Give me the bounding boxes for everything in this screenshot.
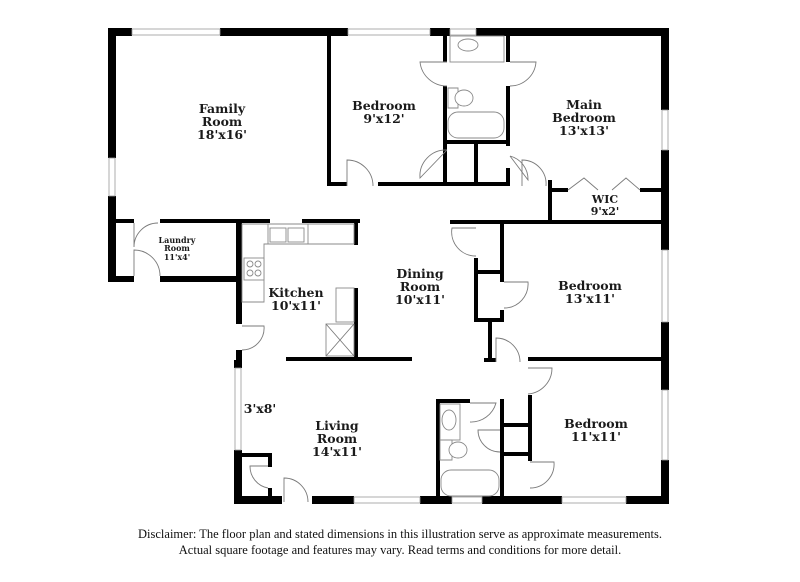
wic-name: WIC (591, 193, 619, 206)
laundry-room-name-line1: Laundry (158, 235, 196, 245)
dining-room-label: Dining Room 10'x11' (395, 266, 445, 308)
bedroom-2-label: Bedroom 9'x12' (352, 99, 416, 125)
entry-size-label: 3'x8' (244, 402, 277, 415)
laundry-room-size: 11'x4' (163, 251, 191, 262)
kitchen-size: 10'x11' (271, 298, 321, 314)
bedroom-4-size: 11'x11' (571, 429, 621, 445)
bedroom-3-label: Bedroom 13'x11' (558, 279, 622, 305)
dining-room-size: 10'x11' (395, 292, 445, 308)
living-room-label: Living Room 14'x11' (312, 418, 362, 460)
wic-label: WIC 9'x2' (591, 194, 620, 217)
family-room-size: 18'x16' (197, 127, 247, 143)
bedroom-4-label: Bedroom 11'x11' (564, 417, 628, 443)
family-room-name-line1: Family (198, 101, 246, 116)
dining-room-name-line1: Dining (396, 266, 444, 281)
kitchen-name: Kitchen (268, 285, 324, 300)
bedroom-3-name: Bedroom (558, 278, 622, 293)
main-bedroom-label: Main Bedroom 13'x13' (552, 97, 616, 139)
bedroom-2-name: Bedroom (352, 98, 416, 113)
fixtures (241, 35, 505, 497)
bedroom-3-size: 13'x11' (565, 291, 615, 307)
living-room-size: 14'x11' (312, 444, 362, 460)
family-room-label: Family Room 18'x16' (197, 101, 247, 143)
disclaimer-line-1: Disclaimer: The floor plan and stated di… (138, 527, 662, 541)
laundry-room-label: Laundry Room 11'x4' (158, 235, 196, 262)
living-room-name-line1: Living (315, 418, 359, 433)
family-room-name-line2: Room (201, 114, 243, 130)
wic-size: 9'x2' (590, 204, 620, 218)
main-bedroom-name-line1: Main (566, 97, 602, 112)
kitchen-label: Kitchen 10'x11' (268, 286, 323, 312)
bedroom-4-name: Bedroom (564, 416, 628, 431)
doors (133, 61, 641, 503)
windows (108, 28, 669, 504)
entry-size: 3'x8' (243, 401, 277, 416)
laundry-room-name-line2: Room (164, 243, 190, 254)
disclaimer: Disclaimer: The floor plan and stated di… (0, 526, 800, 558)
interior-walls (108, 34, 665, 501)
dining-room-name-line2: Room (399, 279, 441, 295)
main-bedroom-size: 13'x13' (559, 123, 609, 139)
living-room-name-line2: Room (316, 431, 358, 447)
main-bedroom-name-line2: Bedroom (552, 110, 616, 126)
exterior-walls (108, 28, 669, 504)
disclaimer-line-2: Actual square footage and features may v… (178, 543, 622, 557)
bedroom-2-size: 9'x12' (363, 111, 405, 127)
